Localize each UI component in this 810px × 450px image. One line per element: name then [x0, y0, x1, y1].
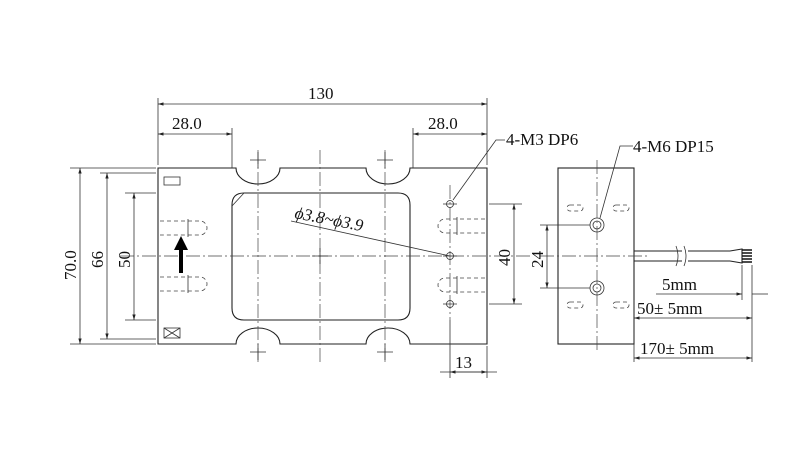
dim-side-hole-spacing [540, 224, 590, 289]
dim-hole-spacing [489, 203, 522, 305]
dim-overall-length [157, 98, 488, 165]
phi-label: ϕ3.8~ϕ3.9 [293, 203, 365, 235]
dim-strip-length [656, 265, 768, 300]
m6-leader [599, 145, 633, 219]
dim-height-total [70, 167, 156, 345]
dim-13-label: 13 [455, 353, 472, 372]
dim-40-label: 40 [495, 249, 514, 266]
phi-leader [290, 220, 451, 257]
side-slots [566, 204, 630, 309]
dim-50-label: 50 [115, 251, 134, 268]
side-view: 24 4-M6 DP15 5mm 50± 5mm [528, 137, 768, 362]
cross-mark [163, 327, 181, 339]
dim-50mm-label: 50± 5mm [637, 299, 703, 318]
dim-170mm-label: 170± 5mm [640, 339, 714, 358]
dim-130-label: 130 [308, 84, 334, 103]
dim-right-offset [412, 128, 487, 168]
label-mark [163, 176, 181, 186]
dim-66-label: 66 [88, 251, 107, 268]
dim-28-right-label: 28.0 [428, 114, 458, 133]
m6-label: 4-M6 DP15 [633, 137, 714, 156]
dim-height-mid [125, 192, 156, 321]
right-slots [437, 217, 485, 294]
load-direction-arrow-icon [174, 236, 188, 273]
m3-leader [452, 139, 505, 201]
dim-28-left-label: 28.0 [172, 114, 202, 133]
body-outline [157, 167, 488, 345]
pocket-chamfer [231, 192, 245, 207]
dim-edge-offset [440, 320, 497, 378]
m3-label: 4-M3 DP6 [506, 130, 578, 149]
dim-total-length [634, 300, 753, 362]
inner-pocket [231, 192, 411, 321]
dim-5mm-label: 5mm [662, 275, 697, 294]
dim-jacket-length [633, 300, 752, 362]
dim-70-label: 70.0 [61, 250, 80, 280]
dim-left-offset [158, 128, 233, 168]
plus-markers [250, 152, 393, 360]
cable [634, 245, 752, 267]
front-view: 130 28.0 28.0 70.0 66 [61, 84, 578, 378]
dim-24-label: 24 [528, 251, 547, 269]
dim-height-inner [100, 172, 156, 340]
left-slots [160, 219, 208, 293]
